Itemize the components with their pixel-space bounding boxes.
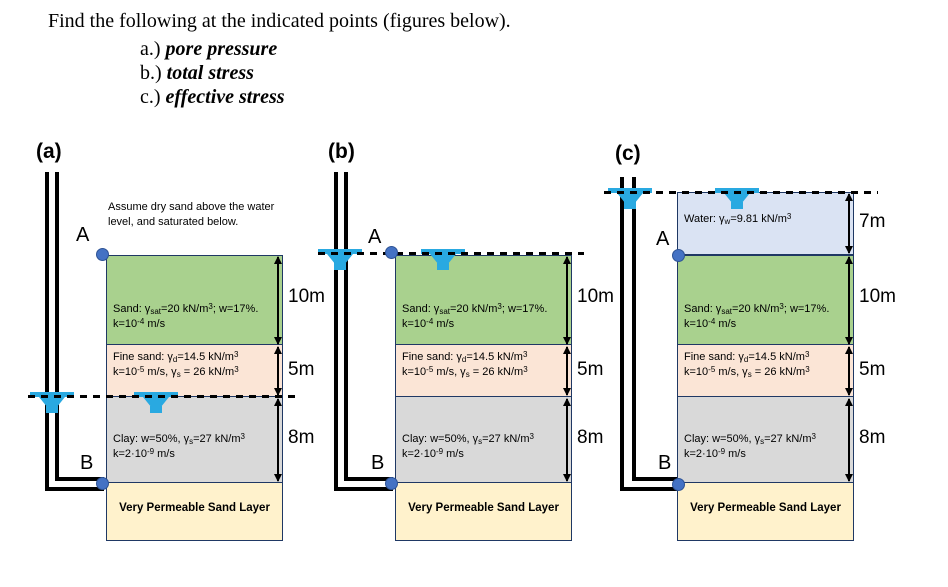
figure-c-clay-dim-arrow bbox=[845, 398, 853, 482]
figure-c-base-label: Very Permeable Sand Layer bbox=[690, 502, 841, 514]
figure-c-water-table-line bbox=[604, 191, 878, 194]
figure-a-sand-dim-arrow bbox=[274, 256, 282, 345]
figure-b-point-b-label: B bbox=[371, 452, 385, 474]
figure-b-standpipe-outer bbox=[334, 172, 338, 491]
figure-b-sand-dim-label: 10m bbox=[577, 286, 614, 307]
item-b-term: total stress bbox=[166, 62, 254, 84]
figure-a-point-b-marker bbox=[96, 477, 109, 490]
figure-b-clay-layer bbox=[395, 397, 572, 483]
figure-a-fine-sand-label: Fine sand: γd=14.5 kN/m3 k=10-5 m/s, γs … bbox=[113, 350, 239, 379]
figure-c-sand-dim-arrow bbox=[845, 256, 853, 345]
figure-c-fine-sand-layer bbox=[677, 345, 854, 397]
figure-b-standpipe-bottom-outer bbox=[334, 487, 393, 491]
figure-a-standpipe-bottom-inner bbox=[55, 477, 104, 481]
figure-c-point-b-label: B bbox=[658, 452, 672, 474]
figure-b-fine-sand-layer bbox=[395, 345, 572, 397]
figure-c-fine-sand-dim-label: 5m bbox=[859, 359, 886, 380]
item-b-prefix: b.) bbox=[140, 62, 167, 84]
figure-b-clay-label: Clay: w=50%, γs=27 kN/m3 k=2·10-9 m/s bbox=[402, 432, 534, 461]
figure-a-label: (a) bbox=[36, 140, 62, 163]
figure-a-fine-sand-layer bbox=[106, 345, 283, 397]
figure-c-standpipe-inner bbox=[632, 177, 636, 481]
item-c-term: effective stress bbox=[165, 86, 285, 108]
requirement-item-c: c.) effective stress bbox=[140, 86, 285, 109]
figure-b-clay-dim-arrow bbox=[563, 398, 571, 482]
figure-a-clay-layer bbox=[106, 397, 283, 483]
figure-a-point-a-marker bbox=[96, 248, 109, 261]
figure-b-standpipe-inner bbox=[344, 172, 348, 481]
item-a-prefix: a.) bbox=[140, 38, 166, 60]
figure-b-base-label: Very Permeable Sand Layer bbox=[408, 502, 559, 514]
figure-a-clay-dim-label: 8m bbox=[288, 427, 315, 448]
figure-a-standpipe-outer bbox=[45, 172, 49, 491]
figure-b-point-a-label: A bbox=[368, 226, 382, 248]
figure-c-standpipe-bottom-outer bbox=[620, 487, 681, 491]
figure-a-base-layer bbox=[106, 483, 283, 541]
figure-a-note: Assume dry sand above the water level, a… bbox=[108, 201, 275, 228]
figure-b-sand-label: Sand: γsat=20 kN/m3; w=17%. k=10-4 m/s bbox=[402, 302, 548, 331]
figure-a-fine-sand-dim-label: 5m bbox=[288, 359, 315, 380]
figure-b-clay-dim-label: 8m bbox=[577, 427, 604, 448]
requirement-item-a: a.) pore pressure bbox=[140, 38, 277, 61]
figure-a-standpipe-water-table-icon bbox=[30, 392, 74, 413]
figure-a-base-label: Very Permeable Sand Layer bbox=[119, 502, 270, 514]
figure-a-standpipe-inner bbox=[55, 172, 59, 481]
figure-c-sand-dim-label: 10m bbox=[859, 286, 896, 307]
figure-b-point-b-marker bbox=[385, 477, 398, 490]
figure-a-sand-label: Sand: γsat=20 kN/m3; w=17%. k=10-4 m/s bbox=[113, 302, 259, 331]
figure-c-water-dim-label: 7m bbox=[859, 211, 886, 232]
figure-c-point-a-label: A bbox=[656, 228, 670, 250]
figure-c-standpipe-outer bbox=[620, 177, 624, 491]
figure-c-water-dim-arrow bbox=[845, 193, 853, 254]
figure-b-sand-dim-arrow bbox=[563, 256, 571, 345]
figure-c-base-layer bbox=[677, 483, 854, 541]
figure-a-sand-layer bbox=[106, 255, 283, 345]
figure-c-water-table-icon bbox=[715, 188, 759, 209]
figure-c-standpipe-bottom-inner bbox=[632, 477, 681, 481]
figure-c-fine-sand-dim-arrow bbox=[845, 346, 853, 396]
figure-a-point-b-label: B bbox=[80, 452, 94, 474]
figure-b-base-layer bbox=[395, 483, 572, 541]
figure-b-water-table-line bbox=[318, 252, 584, 255]
figure-a-clay-label: Clay: w=50%, γs=27 kN/m3 k=2·10-9 m/s bbox=[113, 432, 245, 461]
figure-c-standpipe-water-table-icon bbox=[608, 188, 652, 209]
figure-c-clay-dim-label: 8m bbox=[859, 427, 886, 448]
figure-b-fine-sand-dim-arrow bbox=[563, 346, 571, 396]
figure-b-standpipe-water-table-icon bbox=[318, 249, 362, 270]
figure-a-sand-dim-label: 10m bbox=[288, 286, 325, 307]
figure-c-clay-layer bbox=[677, 397, 854, 483]
figure-a-water-table-icon bbox=[134, 392, 178, 413]
figure-a-water-table-line bbox=[28, 395, 300, 398]
figure-b-standpipe-bottom-inner bbox=[344, 477, 393, 481]
figure-b-fine-sand-dim-label: 5m bbox=[577, 359, 604, 380]
figure-c-clay-label: Clay: w=50%, γs=27 kN/m3 k=2·10-9 m/s bbox=[684, 432, 816, 461]
figure-b-label: (b) bbox=[328, 140, 355, 163]
figure-c-fine-sand-label: Fine sand: γd=14.5 kN/m3 k=10-5 m/s, γs … bbox=[684, 350, 810, 379]
problem-title: Find the following at the indicated poin… bbox=[48, 10, 511, 32]
figure-c-sand-layer bbox=[677, 255, 854, 345]
figure-a-standpipe-bottom-outer bbox=[45, 487, 104, 491]
item-c-prefix: c.) bbox=[140, 86, 166, 108]
item-a-term: pore pressure bbox=[165, 38, 278, 60]
figure-c-label: (c) bbox=[615, 142, 641, 165]
figure-a-point-a-label: A bbox=[76, 224, 90, 246]
figure-a-clay-dim-arrow bbox=[274, 398, 282, 482]
figure-c-point-a-marker bbox=[672, 249, 685, 262]
figure-c-sand-label: Sand: γsat=20 kN/m3; w=17%. k=10-4 m/s bbox=[684, 302, 830, 331]
requirement-item-b: b.) total stress bbox=[140, 62, 254, 85]
figure-c-point-b-marker bbox=[672, 478, 685, 491]
figure-b-fine-sand-label: Fine sand: γd=14.5 kN/m3 k=10-5 m/s, γs … bbox=[402, 350, 528, 379]
figure-c-water-label: Water: γw=9.81 kN/m3 bbox=[684, 212, 792, 226]
figure-b-sand-layer bbox=[395, 255, 572, 345]
figure-b-water-table-icon bbox=[421, 249, 465, 270]
figure-b-point-a-marker bbox=[385, 246, 398, 259]
figure-a-fine-sand-dim-arrow bbox=[274, 346, 282, 396]
